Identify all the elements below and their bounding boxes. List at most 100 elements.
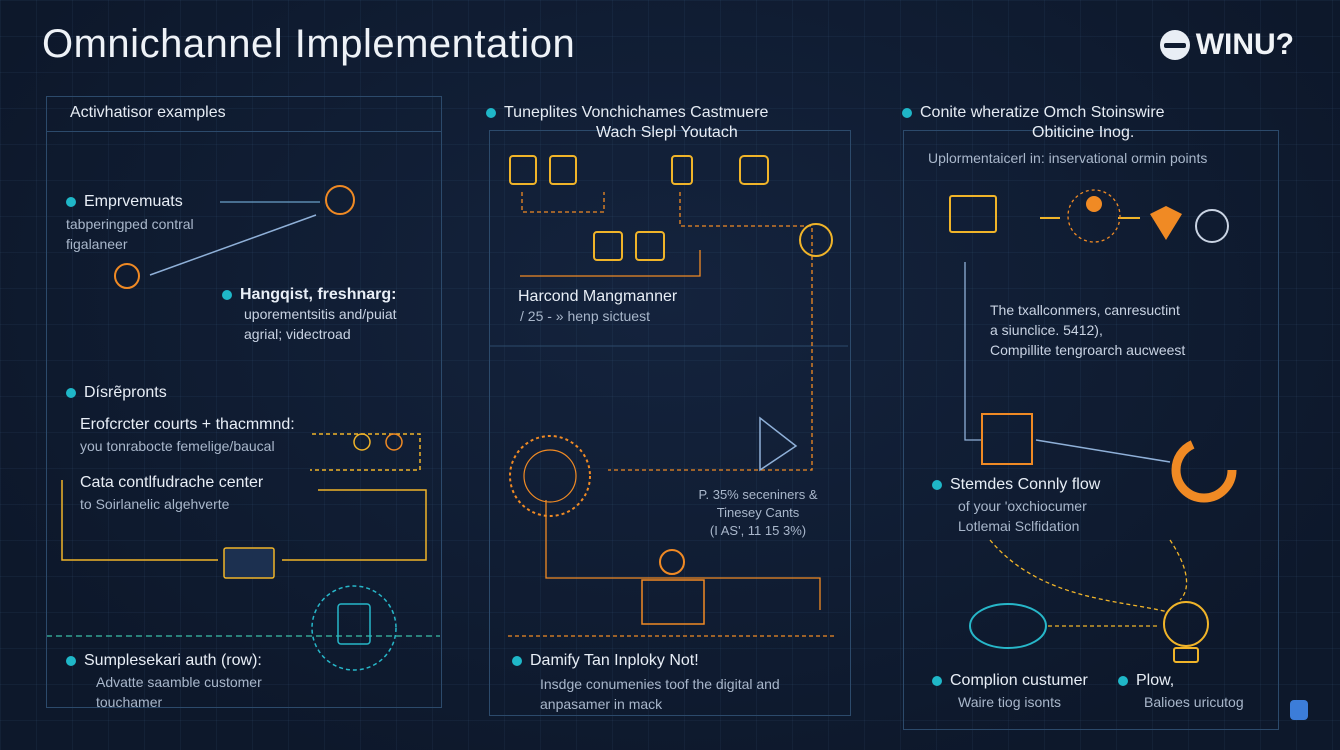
panel-header: Conite wheratize Omch Stoinswire <box>902 104 1165 122</box>
bullet-icon <box>1118 675 1128 686</box>
bullet-icon <box>66 655 76 666</box>
item-line: anpasamer in mack <box>540 696 663 712</box>
mid-line: / 25 - » henp sictuest <box>520 308 650 324</box>
bottom-desc: Insdge conumenies toof the digital and an… <box>540 674 780 714</box>
hub-icon <box>981 413 1033 465</box>
bottom-left-line: Waire tiog isonts <box>958 694 1061 710</box>
intro-text: Uplormentaicerl in: inservational ormin … <box>928 150 1208 166</box>
item-line: you tonrabocte femelige/baucal <box>80 438 275 454</box>
item-desc: uporementsitis and/puiat agrial; videctro… <box>244 304 397 344</box>
item-line: of your 'oxchiocumer <box>958 498 1087 514</box>
phone-icon <box>671 155 693 185</box>
item-line: Insdge conumenies toof the digital and <box>540 676 780 692</box>
megaphone-icon <box>759 416 798 472</box>
connector-dashed <box>679 192 813 300</box>
brand-logo[interactable]: WINU? <box>1159 28 1294 62</box>
panel-header-box <box>46 96 442 132</box>
logo-icon <box>1159 30 1190 60</box>
bullet-icon <box>222 289 232 300</box>
item-title: Stemdes Connly flow <box>950 476 1101 493</box>
person-icon <box>659 549 685 575</box>
connector-dashed <box>1169 539 1188 601</box>
item-title: Emprvemuats <box>84 193 183 210</box>
bullet-icon <box>932 675 942 686</box>
header-text: Tuneplites Vonchichames Castmuere <box>504 104 769 121</box>
bullet-icon <box>66 196 76 207</box>
donut-icon <box>1171 437 1237 503</box>
item-line: uporementsitis and/puiat <box>244 306 397 322</box>
bottom-right-line: Balioes uricutog <box>1144 694 1244 710</box>
item-line: Compillite tengroarch aucweest <box>990 342 1186 358</box>
panel-activation <box>46 96 442 708</box>
item-line: The txallconmers, canresuctint <box>990 302 1180 318</box>
bottom-left-title: Complion custumer <box>932 672 1088 690</box>
panel-touchpoints <box>903 130 1279 730</box>
document-icon <box>549 155 577 185</box>
item-line: figalaneer <box>66 236 128 252</box>
desk-icon <box>641 579 705 625</box>
connector-dashed <box>989 539 1169 613</box>
item-title: Complion custumer <box>950 672 1088 689</box>
connector-dashed <box>521 192 605 213</box>
item-line: tabperingped contral <box>66 216 194 232</box>
bullet-icon <box>932 479 942 490</box>
panel-header: Tuneplites Vonchichames Castmuere <box>486 104 768 122</box>
stat-block: P. 35% seceniners & Tinesey Cants (I AS'… <box>688 486 828 540</box>
header-text: Conite wheratize Omch Stoinswire <box>920 104 1165 121</box>
item-desc: tabperingped contral figalaneer <box>66 214 194 254</box>
logo-text: WINU? <box>1195 28 1294 61</box>
tablet-icon <box>337 603 371 645</box>
connector-dashed <box>608 300 813 471</box>
ring-icon <box>311 585 397 671</box>
document-icon <box>509 155 537 185</box>
item-title: Plow, <box>1136 672 1175 689</box>
bulb-base-icon <box>1173 647 1199 663</box>
panel-header: Activhatisor examples <box>70 104 226 121</box>
lamp-icon <box>799 223 833 257</box>
connector-arrow <box>149 214 317 276</box>
item-line: touchamer <box>96 694 163 710</box>
person-icon <box>325 185 355 215</box>
panel-subheader: Wach Slepl Youtach <box>596 124 738 141</box>
page-title: Omnichannel Implementation <box>42 22 576 66</box>
item-line: a siunclice. 5412), <box>990 322 1103 338</box>
item-line: to Soirlanelic algehverte <box>80 496 230 512</box>
stat-line: P. 35% seceniners & <box>698 487 818 502</box>
person-icon <box>114 263 140 289</box>
list-card-icon <box>635 231 665 261</box>
item-line: Lotlemai Sclfidation <box>958 518 1080 534</box>
panel-channels <box>489 130 851 716</box>
mid-text: The txallconmers, canresuctint a siuncli… <box>990 300 1185 360</box>
item-line: agrial; videctroad <box>244 326 351 342</box>
panel-subheader: Obiticine Inog. <box>1032 124 1135 141</box>
stat-line: Tinesey Cants <box>716 505 800 520</box>
bottom-title: Damify Tan Inploky Not! <box>512 652 699 670</box>
cloud-icon <box>969 603 1047 649</box>
mid-title: Harcond Mangmanner <box>518 288 678 305</box>
link-icon <box>385 433 403 451</box>
bottom-right-title: Plow, <box>1118 672 1174 690</box>
ring-icon <box>509 435 591 517</box>
item-title: Dísrẽpronts <box>84 384 167 401</box>
connector-line <box>61 480 218 561</box>
person-icon <box>1086 196 1102 212</box>
bulb-icon <box>1163 601 1209 647</box>
link-icon <box>353 433 371 451</box>
stat-line: (I AS', 11 15 3%) <box>709 523 807 538</box>
connector-line <box>282 489 427 561</box>
ring-icon <box>1067 189 1121 243</box>
chip-icon <box>739 155 769 185</box>
connector-dashed <box>310 433 421 471</box>
globe-icon <box>1195 209 1229 243</box>
item-emprvemuats: Emprvemuats <box>66 193 183 211</box>
shield-icon <box>1150 206 1182 240</box>
store-icon <box>949 195 997 233</box>
bullet-icon <box>512 655 522 666</box>
bullet-icon <box>66 387 76 398</box>
item-cata: Cata contlfudrache center <box>80 474 264 491</box>
flow-title: Stemdes Connly flow <box>932 476 1100 494</box>
